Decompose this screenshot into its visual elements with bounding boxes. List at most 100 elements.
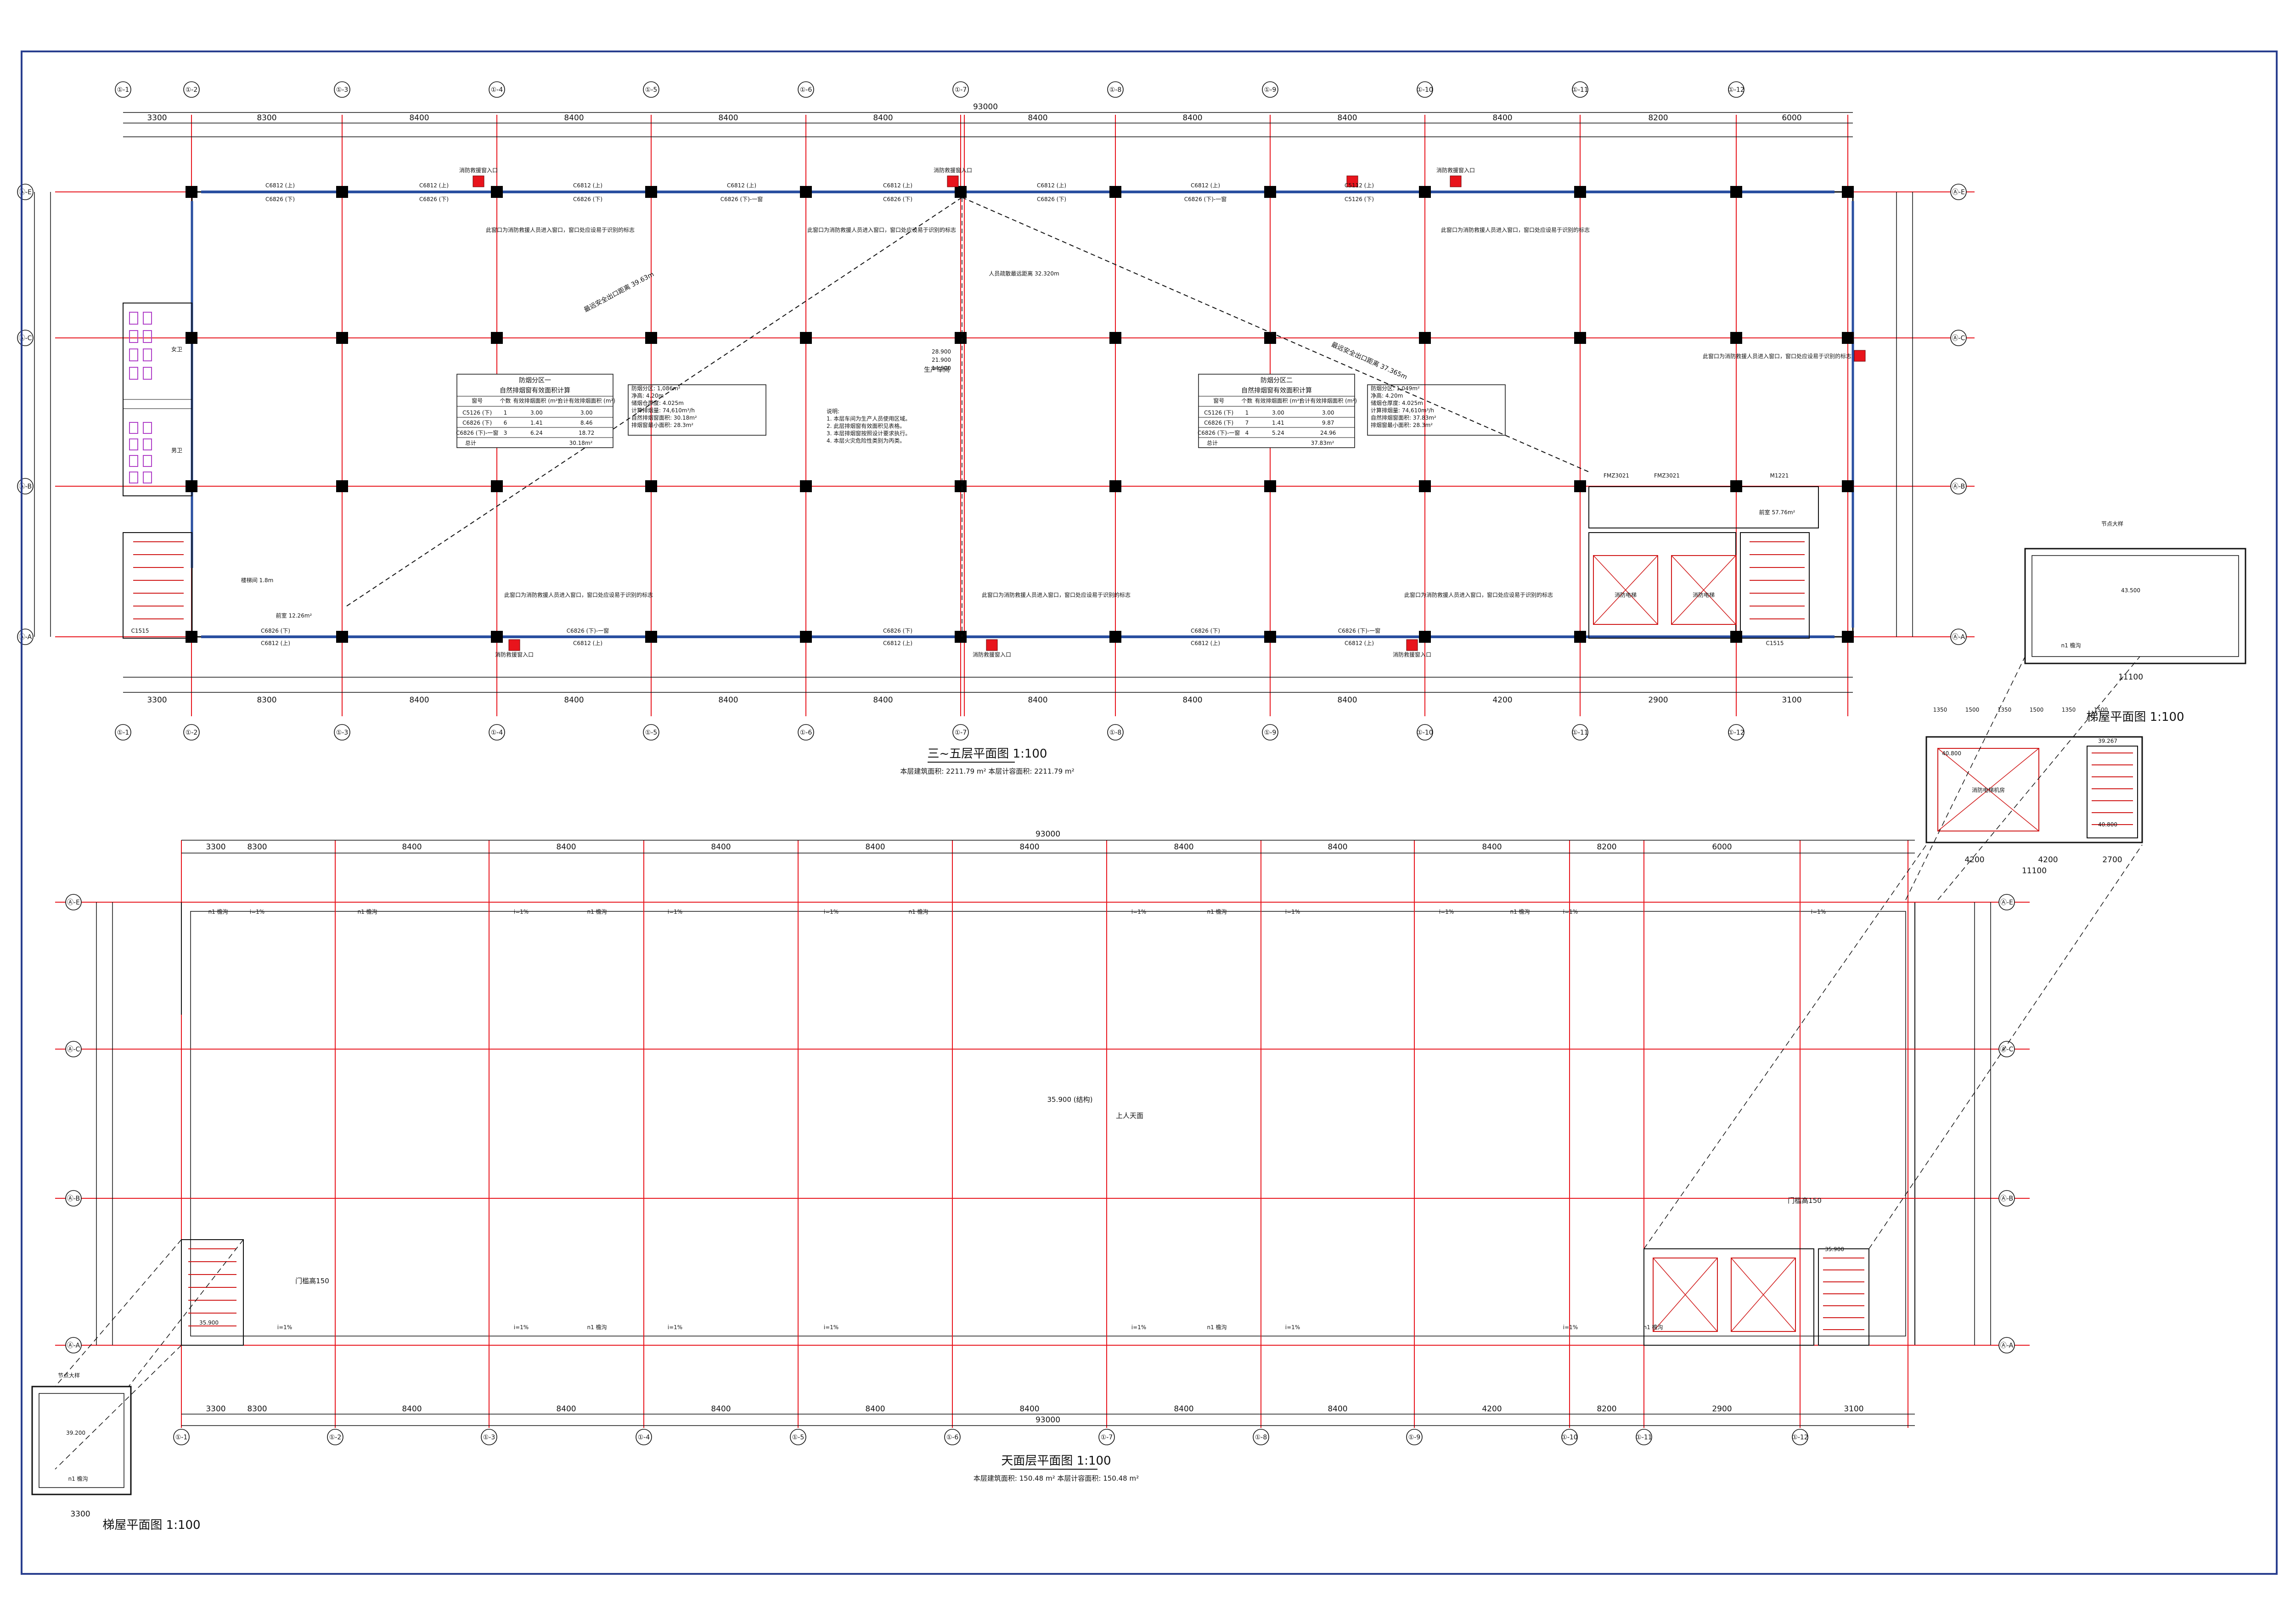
- escape-distance-note: 人员疏散最远距离 32.320m: [989, 270, 1059, 277]
- fire-rescue-window-marker: [1450, 175, 1462, 187]
- roof-stair-left: [181, 1239, 244, 1346]
- toilet-fixture: [129, 367, 138, 380]
- roof-elevator-1: [1653, 1258, 1718, 1332]
- axis-bubble-bottom: [1262, 724, 1278, 741]
- roof-bottom-dim: 8400: [1174, 1404, 1193, 1414]
- column: [800, 480, 812, 492]
- bay-dim-bottom: 2900: [1648, 696, 1668, 705]
- roof-axis-bubble: [1636, 1429, 1652, 1445]
- axis-bubble-top-label: ①-7: [955, 86, 967, 94]
- roof-axis-bubble-label: ①-10: [1561, 1434, 1577, 1441]
- axis-bubble-top-label: ①-11: [1572, 86, 1588, 94]
- elevation-label: 28.900: [932, 348, 951, 355]
- column: [1264, 631, 1276, 643]
- bay-dim-bottom: 3100: [1782, 696, 1801, 705]
- axis-bubble-bottom: [643, 724, 659, 741]
- center-notes: 4. 本层火灾危险性类别为丙类。: [827, 437, 905, 444]
- smoke-table-2-cell: C6826 (下): [1204, 420, 1233, 426]
- smoke-table-2-cell: 3.00: [1322, 410, 1334, 416]
- window-tag-top: C6812 (上): [1037, 182, 1066, 189]
- toilet-fixture: [129, 348, 138, 361]
- roof-elevator-2: [1731, 1258, 1796, 1332]
- window-tag-top: C6812 (上): [883, 182, 912, 189]
- column: [186, 332, 197, 344]
- axis-bubble-bottom-label: ①-2: [186, 729, 198, 736]
- column: [336, 480, 348, 492]
- fire-rescue-label: 消防救援窗入口: [973, 651, 1011, 658]
- bay-dim-top: 6000: [1782, 113, 1801, 123]
- axis-bubble-bottom: [489, 724, 505, 741]
- bay-dim-bottom: 8400: [1182, 696, 1202, 705]
- door-sill-label-2: 门槛高150: [1788, 1196, 1822, 1205]
- smoke-table-2-cell: 9.87: [1322, 420, 1334, 426]
- roof-axis-bubble-label: ①-4: [638, 1434, 650, 1441]
- smoke-note-1: 计算排烟量: 74,610m³/h: [631, 407, 695, 414]
- projection-line: [1905, 656, 2026, 900]
- upper-plan-area-note: 本层建筑面积: 2211.79 m² 本层计容面积: 2211.79 m²: [900, 767, 1074, 775]
- bay-dim-top: 8400: [1028, 113, 1047, 123]
- axis-bubble-bottom: [1728, 724, 1745, 741]
- column: [955, 631, 967, 643]
- column: [186, 186, 197, 198]
- roof-axis-left: [65, 1041, 82, 1057]
- axis-bubble-top: [1262, 81, 1278, 98]
- axis-bubble-bottom-label: ①-3: [336, 729, 349, 736]
- smoke-table-2-cell: 4: [1245, 430, 1249, 436]
- axis-bubble-right: [1950, 330, 1967, 346]
- roof-axis-left-label: Ⓐ-E: [67, 899, 80, 906]
- roof-axis-left: [65, 1190, 82, 1207]
- roof-bay-dim: 6000: [1712, 842, 1732, 852]
- smoke-note-1: 净高: 4.20m: [631, 392, 664, 399]
- axis-bubble-top-label: ①-1: [117, 86, 129, 94]
- elevation-label: 14.900: [932, 365, 951, 371]
- window-tag-bottom: C6812 (上): [261, 640, 290, 646]
- rescue-note: 此窗口为消防救援人员进入窗口，窗口处应设易于识别的标志: [1404, 591, 1553, 598]
- roof-axis-left: [65, 1337, 82, 1353]
- center-notes: 1. 本层车间为生产人员使用区域。: [827, 415, 911, 422]
- roof-axis-bubble: [636, 1429, 652, 1445]
- center-notes: 3. 本层排烟窗按照设计要求执行。: [827, 430, 911, 437]
- bay-dim-top: 8400: [1182, 113, 1202, 123]
- detail-elev-2: 39.200: [66, 1430, 85, 1436]
- window-tag-bottom: C6812 (上): [1191, 640, 1220, 646]
- smoke-table-2-cell: C5126 (下): [1204, 410, 1233, 416]
- toilet-fixture: [129, 472, 138, 483]
- column: [1264, 480, 1276, 492]
- smoke-table-1-subtitle: 自然排烟窗有效面积计算: [500, 387, 570, 394]
- axis-bubble-top-label: ①-6: [800, 86, 812, 94]
- roof-axis-bubble-label: ①-7: [1101, 1434, 1113, 1441]
- center-notes: 说明:: [827, 408, 839, 415]
- column: [491, 332, 503, 344]
- smoke-table-2-total-value: 37.83m²: [1311, 440, 1334, 446]
- roof-bay-dim: 8400: [865, 842, 885, 852]
- smoke-table-1-cell: 8.46: [580, 420, 593, 426]
- roof-bottom-dim: 8400: [1019, 1404, 1039, 1414]
- rescue-note: 此窗口为消防救援人员进入窗口，窗口处应设易于识别的标志: [982, 591, 1131, 598]
- detail-elev: 43.500: [2121, 587, 2140, 594]
- column: [1730, 186, 1742, 198]
- smoke-note-2: 排烟窗最小面积: 28.3m²: [1371, 422, 1433, 428]
- roof-bay-dim: 8400: [1019, 842, 1039, 852]
- column: [1842, 332, 1854, 344]
- fire-rescue-window-marker: [986, 639, 998, 651]
- axis-bubble-top-label: ①-5: [645, 86, 658, 94]
- axis-bubble-bottom-label: ①-7: [955, 729, 967, 736]
- roof-axis-left: [65, 894, 82, 910]
- door-tag: M1221: [1770, 472, 1789, 479]
- toilet-fixture: [143, 312, 152, 325]
- fire-rescue-window-marker: [1406, 639, 1418, 651]
- slope-label: i=1%: [1285, 1324, 1300, 1331]
- smoke-table-1-header: 合计有效排烟面积 (m²): [557, 397, 615, 404]
- toilet-fixture: [129, 438, 138, 450]
- column: [1730, 332, 1742, 344]
- smoke-table-2-title: 防烟分区二: [1261, 377, 1293, 384]
- roof-axis-bubble: [1253, 1429, 1269, 1445]
- roof-bottom-dim: 8400: [556, 1404, 576, 1414]
- column: [800, 631, 812, 643]
- column: [1574, 480, 1586, 492]
- window-tag-top: C6826 (下)-一窗: [1184, 196, 1227, 202]
- roof-axis-bubble-label: ①-8: [1255, 1434, 1267, 1441]
- window-tag-top: C6826 (下): [883, 196, 912, 202]
- smoke-table-2: 防烟分区二自然排烟窗有效面积计算窗号个数有效排烟面积 (m²)合计有效排烟面积 …: [1198, 374, 1357, 448]
